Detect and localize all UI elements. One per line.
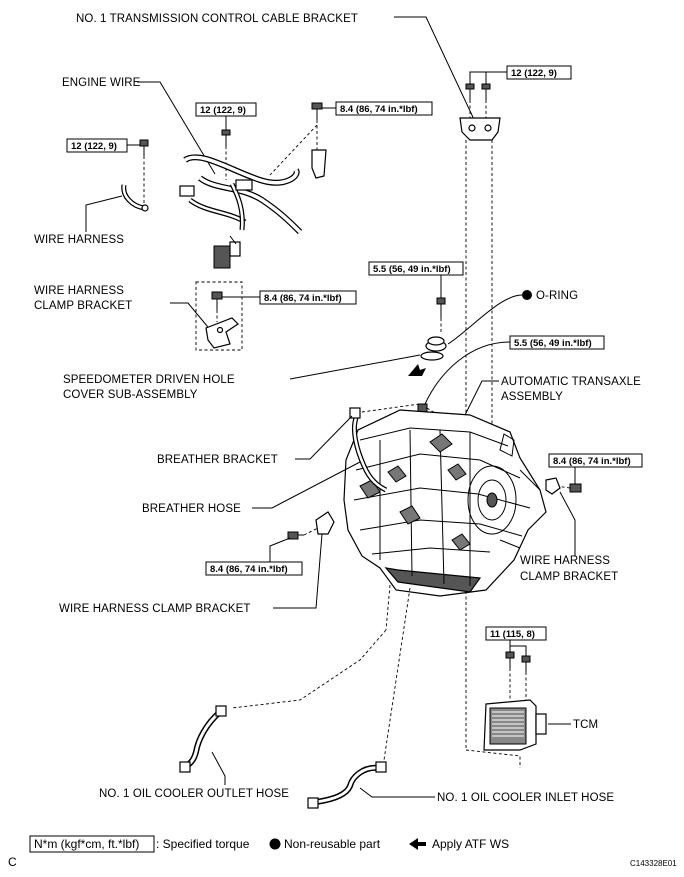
wire-harness-clamp-bracket-right: [545, 477, 561, 495]
bolt-icon: [287, 531, 304, 540]
apply-atf-arrow-icon: [408, 364, 426, 376]
bolt-icon: [211, 291, 223, 310]
torque-8-4-top: 8.4 (86, 74 in.*lbf): [340, 104, 418, 115]
label-wire-harness: WIRE HARNESS: [34, 234, 124, 246]
label-wire-harness-clamp-bracket-2: CLAMP BRACKET: [34, 300, 132, 312]
torque-8-4-right: 8.4 (86, 74 in.*lbf): [553, 456, 631, 467]
legend-unit-box: [29, 835, 155, 853]
figure-code: C143328E01: [630, 859, 677, 868]
engine-wire-harness: [179, 154, 303, 269]
legend-apply-atf: Apply ATF WS: [432, 837, 509, 851]
label-breather-hose: BREATHER HOSE: [142, 503, 241, 515]
bolt-icon: [521, 655, 531, 672]
automatic-transaxle-assembly: [343, 409, 547, 597]
label-wire-harness-clamp-bracket-1: WIRE HARNESS: [34, 285, 124, 297]
label-wh-clamp-bracket-right-2: CLAMP BRACKET: [520, 571, 618, 583]
label-automatic-transaxle-1: AUTOMATIC TRANSAXLE: [501, 376, 641, 388]
label-engine-wire: ENGINE WIRE: [62, 77, 141, 89]
bolt-icon: [436, 297, 446, 318]
label-tcm: TCM: [573, 719, 598, 731]
torque-5-5-speedometer: 5.5 (56, 49 in.*lbf): [373, 264, 451, 275]
bolt-icon: [569, 483, 582, 493]
legend-non-reusable-icon: [269, 838, 281, 850]
legend-non-reusable: Non-reusable part: [284, 837, 381, 851]
torque-8-4-left: 8.4 (86, 74 in.*lbf): [210, 564, 288, 575]
non-reusable-marker-icon: [522, 290, 532, 300]
label-speedometer-2: COVER SUB-ASSEMBLY: [63, 389, 198, 401]
corner-letter: C: [8, 855, 17, 869]
speedometer-driven-hole-cover: [420, 336, 447, 361]
bolt-icon: [311, 102, 323, 120]
torque-12-wire-harness: 12 (122, 9): [71, 141, 117, 152]
legend-specified-torque: : Specified torque: [156, 837, 250, 851]
breather-hose: [349, 407, 388, 493]
label-breather-bracket: BREATHER BRACKET: [157, 454, 278, 466]
wire-harness-clamp-bracket-left: [205, 317, 239, 349]
bolt-icon: [505, 651, 515, 668]
oil-cooler-inlet-hose: [307, 761, 387, 809]
torque-5-5-mid: 5.5 (56, 49 in.*lbf): [514, 338, 592, 349]
label-wh-clamp-bracket-right-1: WIRE HARNESS: [520, 555, 610, 567]
label-transmission-control-cable-bracket: NO. 1 TRANSMISSION CONTROL CABLE BRACKET: [76, 13, 358, 25]
wire-harness-clamp-bracket-lower: [315, 511, 335, 535]
label-oil-cooler-inlet-hose: NO. 1 OIL COOLER INLET HOSE: [437, 792, 614, 804]
label-wh-clamp-bracket-bottom: WIRE HARNESS CLAMP BRACKET: [59, 603, 251, 615]
torque-12-engine-wire: 12 (122, 9): [200, 105, 246, 116]
torque-12-top-right: 12 (122, 9): [511, 68, 557, 79]
engine-wire-clip-bracket: [311, 149, 327, 179]
label-oil-cooler-outlet-hose: NO. 1 OIL COOLER OUTLET HOSE: [99, 788, 289, 800]
legend-unit-text: N*m (kgf*cm, ft.*lbf): [34, 837, 139, 851]
label-automatic-transaxle-2: ASSEMBLY: [501, 391, 563, 403]
tcm-module: [483, 699, 547, 751]
bolt-icon: [465, 83, 475, 100]
label-speedometer-1: SPEEDOMETER DRIVEN HOLE: [63, 374, 235, 386]
oil-cooler-outlet-hose: [179, 705, 227, 773]
bolt-icon: [221, 129, 231, 146]
label-o-ring: O-RING: [536, 290, 578, 302]
bolt-icon: [481, 83, 491, 100]
torque-8-4-clamp: 8.4 (86, 74 in.*lbf): [264, 293, 342, 304]
transmission-control-cable-bracket: [459, 117, 501, 141]
torque-11-tcm: 11 (115, 8): [490, 629, 535, 640]
bolt-icon: [139, 139, 149, 156]
legend-apply-arrow-icon: [409, 838, 426, 850]
